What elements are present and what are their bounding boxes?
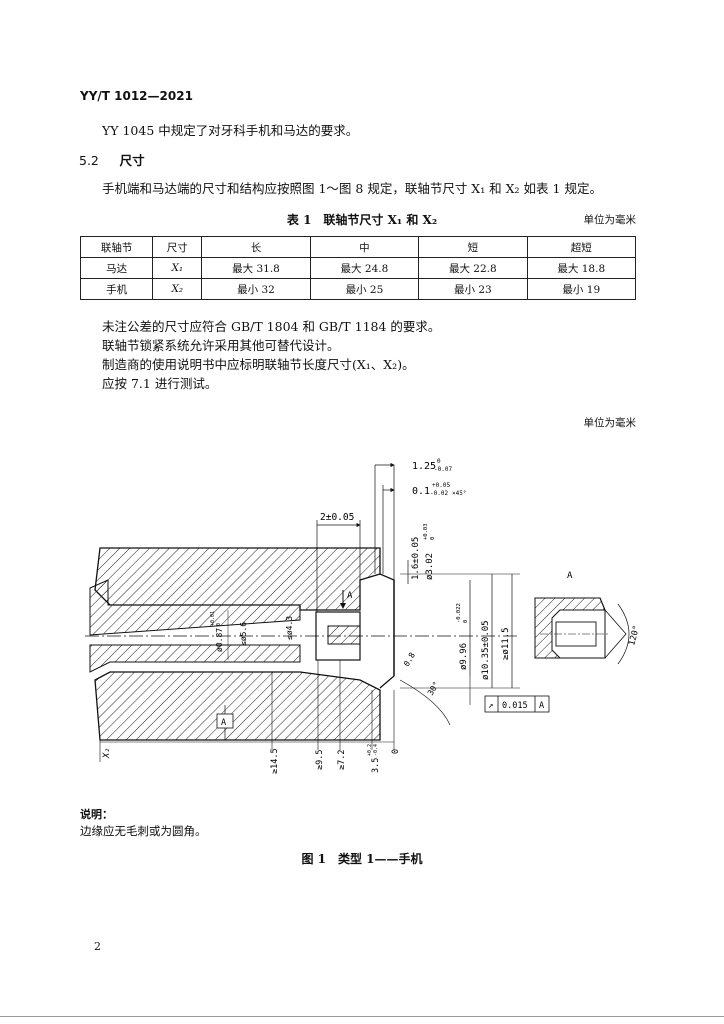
paragraph-reference: YY 1045 中规定了对牙科手机和马达的要求。: [102, 123, 359, 138]
table-header-cell: 联轴节: [79, 236, 154, 258]
dim-1-25: 1.25: [412, 461, 436, 472]
dim-1-6: 1.6±0.05: [411, 537, 421, 580]
note-tolerance: 未注公差的尺寸应符合 GB/T 1804 和 GB/T 1184 的要求。: [102, 319, 441, 334]
dim-3-02-tol-up: +0.03: [423, 523, 429, 540]
gtol-value: 0.015: [502, 701, 528, 711]
figure-note: 边缘应无毛刺或为圆角。: [80, 824, 207, 838]
table-title: 表 1 联轴节尺寸 X₁ 和 X₂: [286, 213, 438, 227]
note-locking-system: 联轴节锁紧系统允许采用其他可替代设计。: [102, 338, 340, 353]
table-header-row: 联轴节 尺寸 长 中 短 超短: [79, 236, 637, 258]
gtol-datum: A: [539, 701, 544, 711]
figure-caption: 图 1 类型 1——手机: [301, 852, 423, 866]
dim-x2: X₂: [102, 748, 112, 759]
datum-box: [216, 713, 234, 729]
dim-9-5: ≥9.5: [315, 750, 325, 770]
paragraph-main: 手机端和马达端的尺寸和结构应按照图 1～图 8 规定，联轴节尺寸 X₁ 和 X₂…: [102, 181, 602, 196]
table-cell: 最大 22.8: [418, 257, 528, 279]
table-cell: 最小 19: [526, 278, 637, 300]
detail-view-label: A: [567, 571, 573, 581]
body-top-section: [94, 547, 381, 611]
dim-9-96: ø9.96: [459, 643, 469, 670]
table-unit: 单位为毫米: [583, 214, 637, 226]
detail-chamfer: [604, 609, 627, 659]
view-label-a: A: [347, 591, 353, 601]
section-title: 尺寸: [119, 153, 145, 168]
table-header-cell: 短: [418, 236, 528, 258]
dim-9-96-tol-up: -0.022: [456, 603, 462, 623]
table-cell: 最小 32: [201, 278, 311, 300]
shaft-top: [89, 579, 301, 636]
table-cell: X₂: [152, 278, 203, 300]
table-header-cell: 超短: [526, 236, 637, 258]
dim-1-25-tol-lo: -0.07: [434, 466, 452, 473]
dim-0-1-suffix: ×45°: [452, 490, 466, 497]
dim-angle-30: 30°: [426, 680, 441, 697]
page-number: 2: [94, 940, 101, 953]
figure-1-drawing: 1.25 0 -0.07 0.1 +0.05 -0.02 ×45° 2±0.05…: [85, 458, 642, 774]
bottom-rule: [0, 1016, 724, 1017]
table-cell: 最大 18.8: [526, 257, 637, 279]
dim-4-3: ≤ø4.3: [285, 616, 294, 640]
note-test: 应按 7.1 进行测试。: [102, 376, 218, 391]
pin-slot: [327, 625, 361, 645]
section-number: 5.2: [79, 153, 99, 168]
dim-0-1-tol-lo: -0.02: [430, 490, 448, 497]
dim-14-5: ≥14.5: [270, 748, 280, 774]
table-cell: X₁: [152, 257, 203, 279]
dim-0-8: 0.8: [402, 651, 417, 668]
dim-angle-120: 120°: [627, 624, 642, 646]
table-cell: 最小 23: [418, 278, 528, 300]
body-bottom-section: [94, 671, 381, 741]
coupling-face: [379, 573, 395, 689]
angle-arc-120: [617, 603, 630, 665]
dim-11-5: ≥ø11.5: [501, 627, 511, 660]
table-header-cell: 尺寸: [152, 236, 203, 258]
detail-hatch: [534, 597, 606, 659]
gtol-symbol: ↗: [488, 701, 493, 711]
figure-notes-title: 说明：: [80, 808, 113, 821]
figure-unit: 单位为毫米: [583, 417, 637, 429]
table-cell: 最大 31.8: [201, 257, 311, 279]
dim-3-5-tol-lo: -0.4: [373, 744, 379, 756]
dim-0-1: 0.1: [412, 486, 430, 497]
dim-zero: 0: [391, 749, 401, 754]
dim-3-02: ø3.02: [425, 553, 435, 580]
shaft-bottom: [89, 644, 301, 673]
table-row: 手机 X₂ 最小 32 最小 25 最小 23 最小 19: [79, 278, 637, 300]
table-cell: 最大 24.8: [309, 257, 420, 279]
dim-5-6: ≤ø5.6: [239, 622, 248, 646]
datum-label: A: [221, 718, 226, 728]
note-instructions: 制造商的使用说明书中应标明联轴节长度尺寸(X₁、X₂)。: [102, 357, 415, 372]
gtol-frame: [484, 695, 550, 713]
dim-0-1-tol-up: +0.05: [432, 482, 450, 489]
table-cell: 最小 25: [309, 278, 420, 300]
table-cell: 手机: [79, 278, 154, 300]
dim-1-25-tol-up: 0: [437, 458, 441, 465]
dim-10-35: ø10.35±0.05: [481, 620, 491, 680]
dim-2: 2±0.05: [320, 512, 354, 523]
table-header-cell: 长: [201, 236, 311, 258]
table-header-cell: 中: [309, 236, 420, 258]
standard-code: YY/T 1012—2021: [80, 89, 193, 103]
coupling-dimension-table: 联轴节 尺寸 长 中 短 超短 马达 X₁ 最大 31.8 最大 24.8 最大…: [79, 236, 637, 300]
section-heading: 5.2 尺寸: [79, 150, 145, 169]
angle-arc-30: [399, 679, 451, 726]
dim-3-02-tol-lo: 0: [430, 537, 436, 540]
table-cell: 马达: [79, 257, 154, 279]
dim-9-96-tol-lo: 0: [463, 620, 469, 623]
dim-0-87-tol-lo: 0: [216, 623, 222, 626]
dim-3-5: 3.5: [371, 758, 381, 773]
dim-7-2: ≥7.2: [337, 750, 347, 770]
dim-0-87-tol-up: +0.01: [210, 611, 216, 626]
dim-0-87: ø0.87: [215, 628, 224, 652]
table-row: 马达 X₁ 最大 31.8 最大 24.8 最大 22.8 最大 18.8: [79, 257, 637, 279]
dim-3-5-tol-up: +0.2: [367, 744, 373, 756]
